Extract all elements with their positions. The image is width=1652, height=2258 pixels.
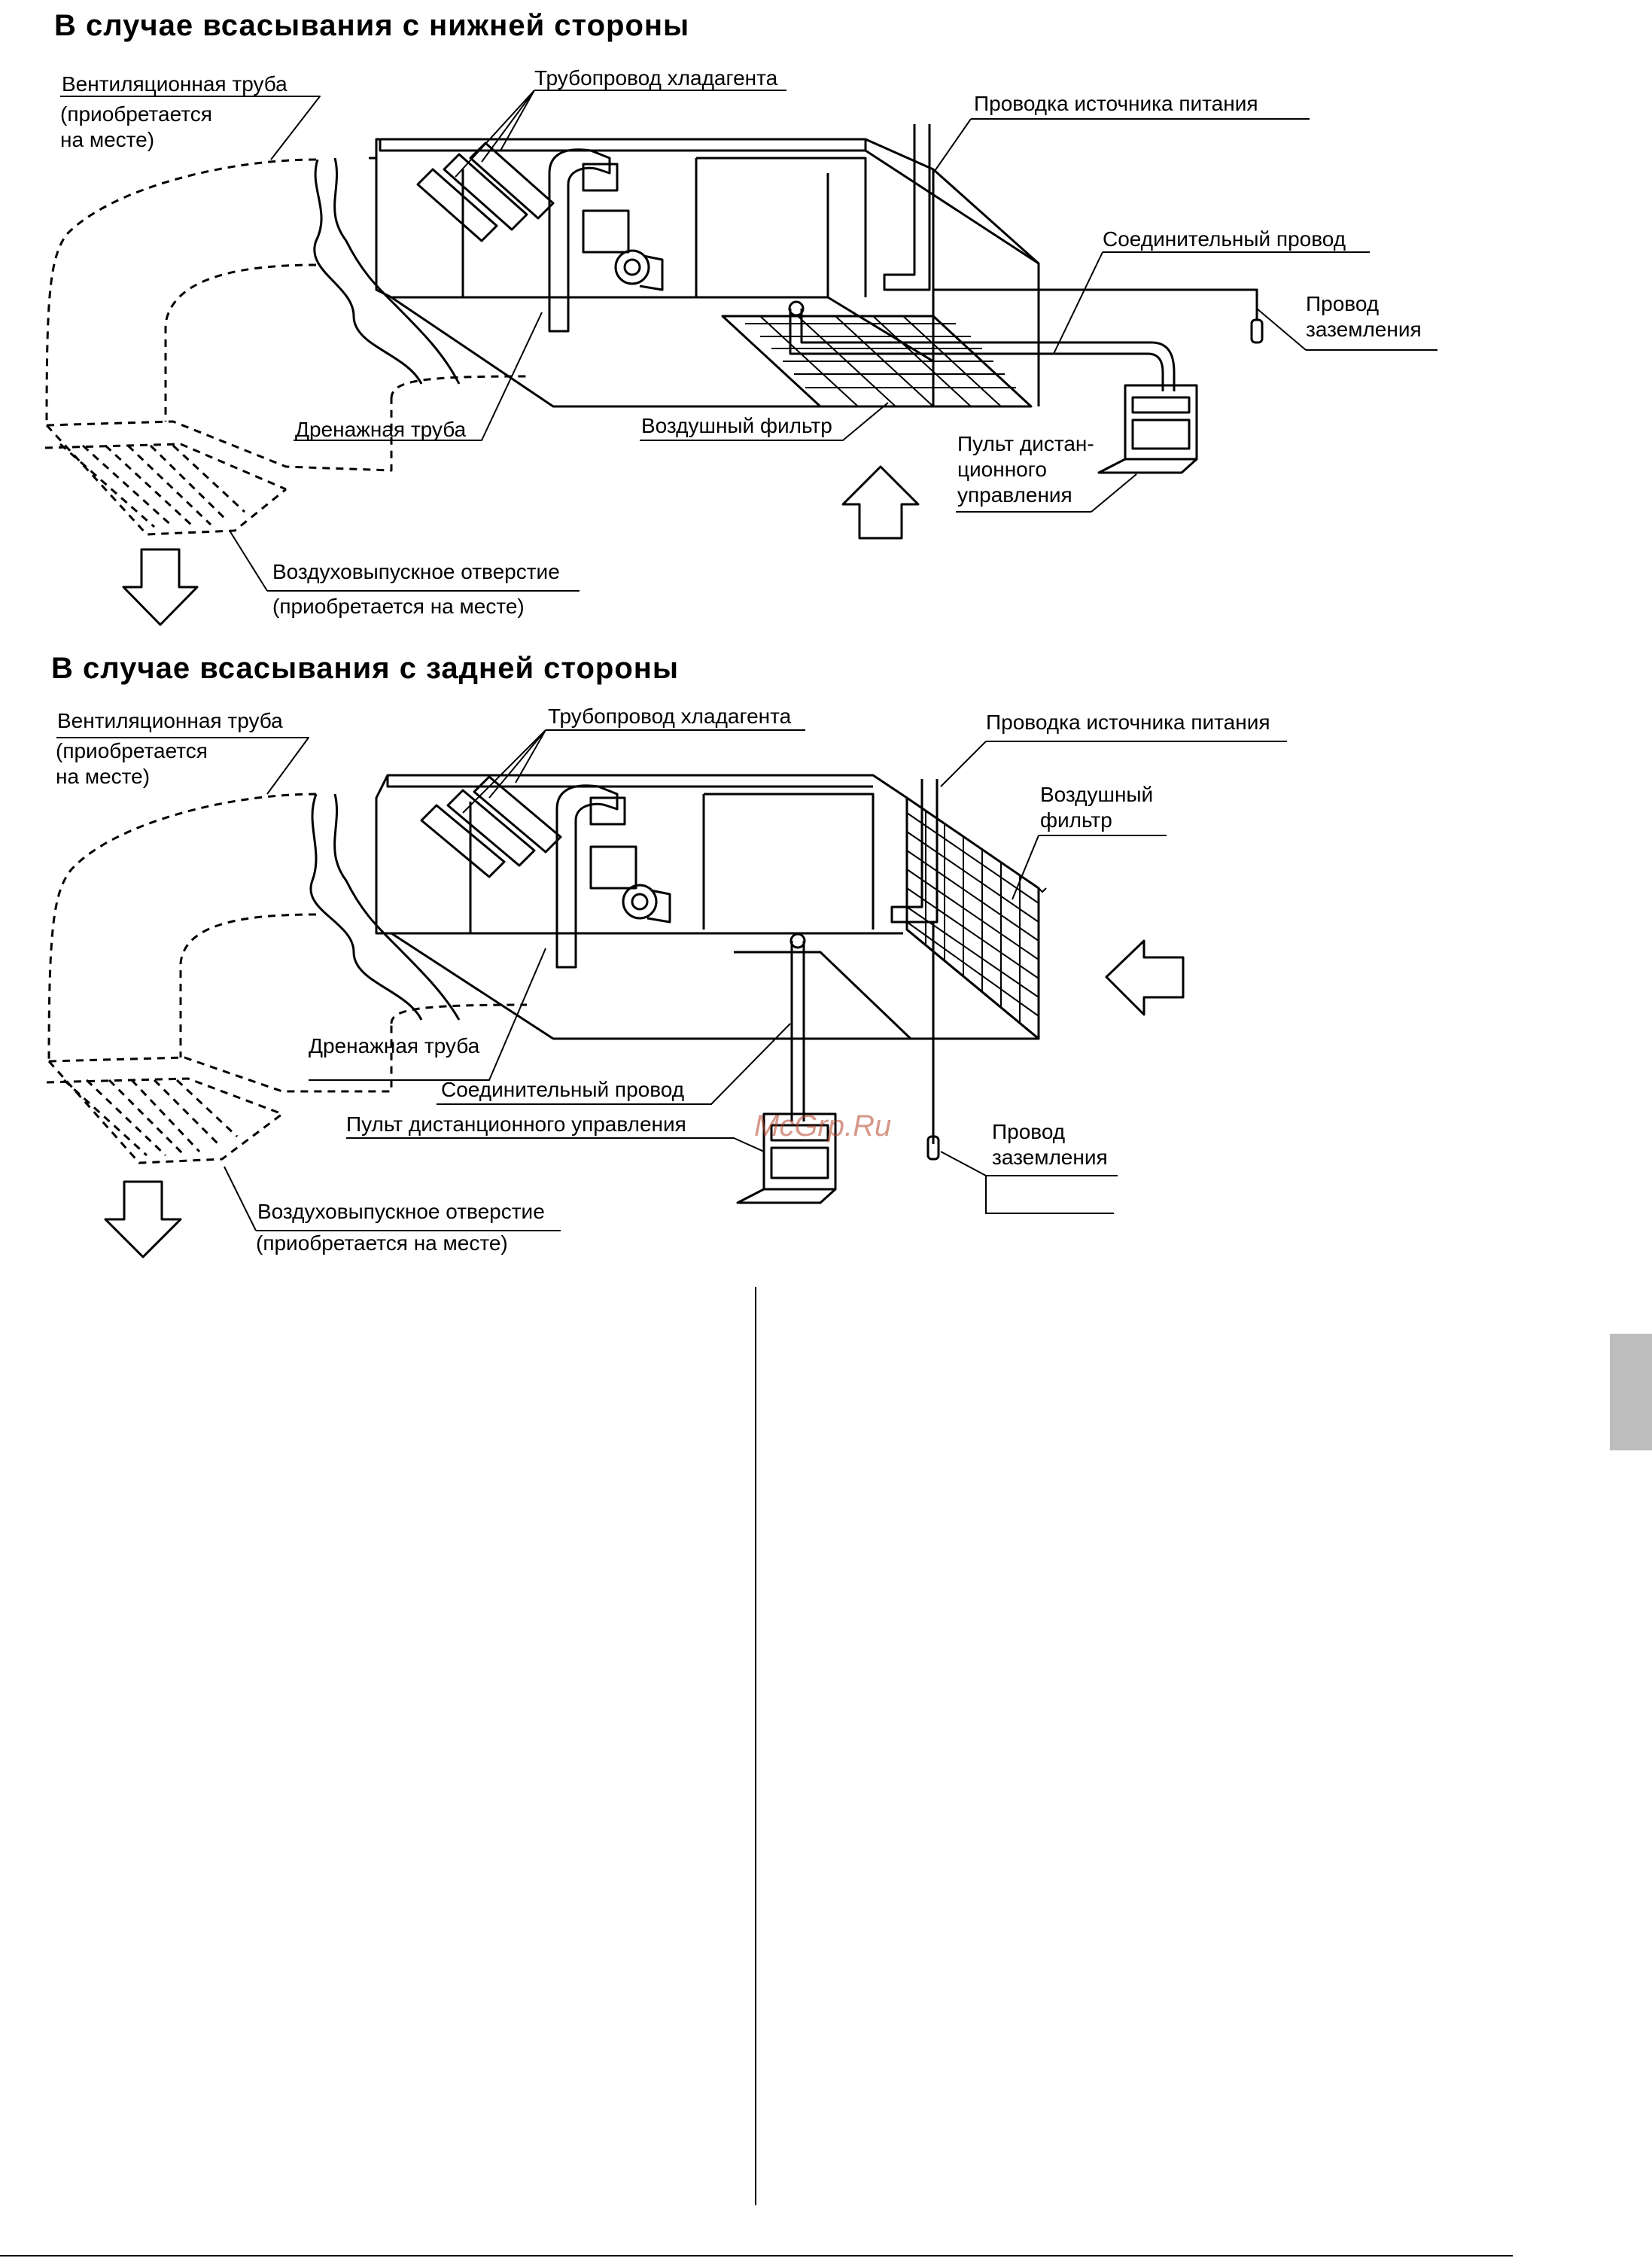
s2-outlet-label-line1: Воздуховыпускное отверстие [257,1200,545,1223]
connecting-wire [789,933,806,1121]
s1-power-wiring-label: Проводка источника питания [974,92,1258,115]
outlet-arrow-down-icon [122,548,199,626]
s2-ground-wire-label-line2: заземления [992,1146,1108,1169]
leader-lines-2 [56,729,1287,1231]
s2-remote-label: Пульт дистанционного управления [346,1112,686,1136]
s2-connecting-wire-label: Соединительный провод [441,1078,685,1101]
diagram-bottom-intake [44,90,1438,626]
s1-air-filter-label: Воздушный фильтр [641,414,832,437]
section-tab-marker [1610,1334,1652,1450]
power-wiring [890,779,940,1161]
column-divider [755,1287,756,2205]
s1-connecting-wire-label: Соединительный провод [1103,227,1346,251]
s1-ground-wire-label-line2: заземления [1306,318,1422,341]
ventilation-duct [46,793,528,1164]
s2-drain-pipe-label: Дренажная труба [309,1034,480,1057]
suction-arrow-up-icon [841,465,920,540]
s2-vent-duct-label-line3: на месте) [56,765,151,788]
s1-vent-duct-label-line2: (приобретается [60,102,212,126]
s2-refrigerant-pipe-label: Трубопровод хладагента [548,704,792,728]
refrigerant-pipes [416,142,619,333]
s2-power-wiring-label: Проводка источника питания [986,711,1270,734]
s1-ground-wire-label-line1: Провод [1306,292,1380,315]
s1-remote-label-line1: Пульт дистан- [957,432,1094,455]
s1-vent-duct-label-line1: Вентиляционная труба [62,72,288,96]
outlet-arrow-down-icon [104,1180,182,1258]
air-filter-rear [905,796,1047,1040]
power-wiring [883,124,1264,344]
s2-vent-duct-label-line2: (приобретается [56,739,208,762]
page-bottom-rule [0,2255,1513,2256]
remote-controller-2 [736,1112,837,1204]
s2-vent-duct-label-line1: Вентиляционная труба [57,709,283,732]
remote-controller-1 [1097,384,1198,474]
s2-air-filter-label-line1: Воздушный [1040,783,1154,806]
s2-ground-wire-label-line1: Провод [992,1120,1066,1143]
suction-arrow-left-icon [1105,939,1185,1016]
s2-outlet-label-line2: (приобретается на месте) [256,1231,508,1255]
s1-remote-label-line3: управления [957,483,1072,507]
s1-refrigerant-pipe-label: Трубопровод хладагента [534,66,778,90]
section-2-title: В случае всасывания с задней стороны [51,652,680,685]
s1-drain-pipe-label: Дренажная труба [295,418,467,441]
s1-remote-label-line2: ционного [957,458,1047,481]
s1-vent-duct-label-line3: на месте) [60,128,155,151]
s1-outlet-label-line1: Воздуховыпускное отверстие [272,560,560,583]
indoor-unit-body [369,138,1040,408]
diagram-rear-intake [46,729,1287,1258]
leader-lines-1 [60,90,1438,592]
refrigerant-pipes [420,775,626,969]
s2-air-filter-label-line2: фильтр [1040,808,1112,832]
air-filter-bottom [721,315,1033,408]
section-1-title: В случае всасывания с нижней стороны [54,9,690,42]
watermark: McGrp.Ru [754,1109,892,1143]
ventilation-duct [44,158,528,536]
indoor-unit-body [375,774,1040,1040]
s1-outlet-label-line2: (приобретается на месте) [272,595,525,618]
connecting-wire [788,300,1176,391]
